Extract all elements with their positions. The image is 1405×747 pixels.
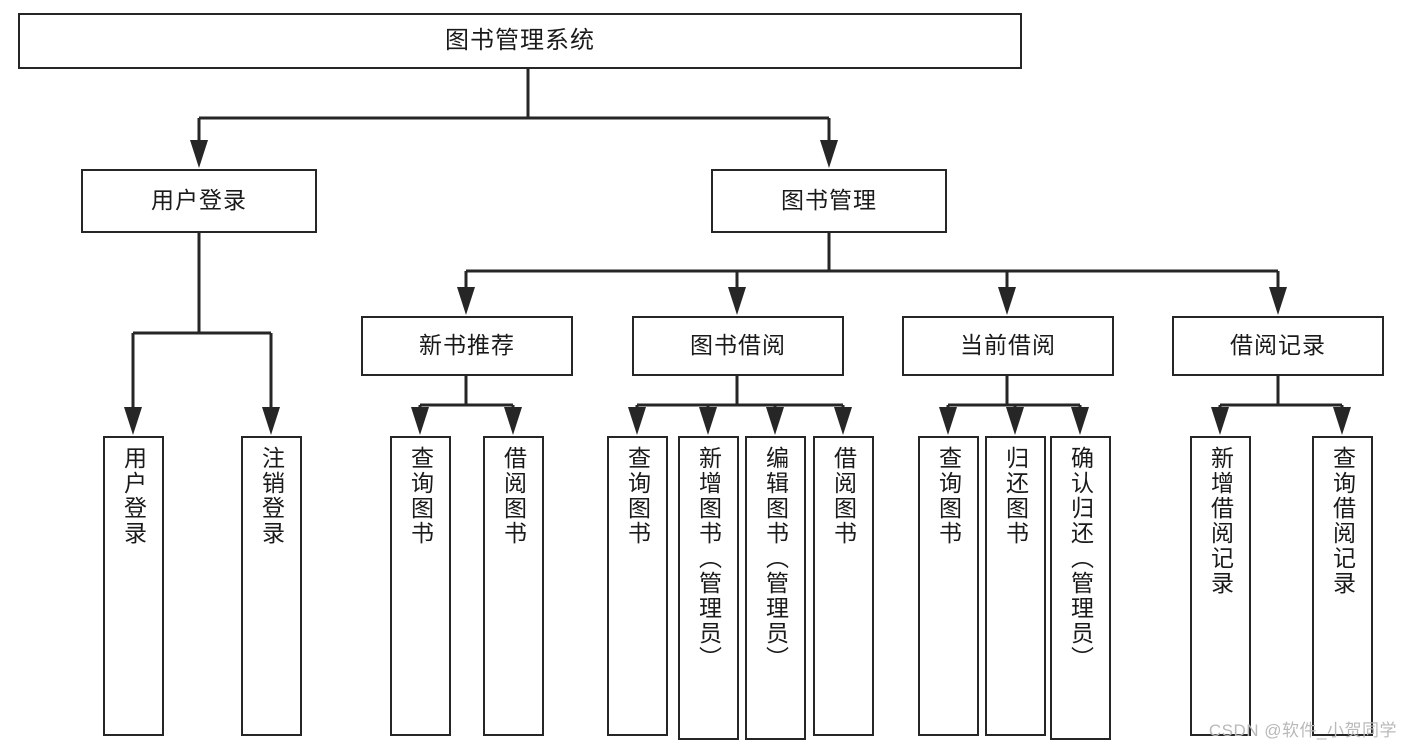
- arrow-bb-to-leaf1: [628, 405, 646, 435]
- arrow-rec-to-leaf2: [504, 405, 522, 435]
- node-label-borrow-record: 借阅记录: [1230, 332, 1326, 359]
- arrow-bb-to-leaf2: [699, 405, 717, 435]
- arrow-bb-to-leaf4: [834, 405, 852, 435]
- node-leaf-return-book[interactable]: 归还图书: [985, 436, 1046, 736]
- node-book-borrow[interactable]: 图书借阅: [632, 316, 844, 376]
- arrow-bm-to-current: [998, 271, 1016, 315]
- arrow-bm-to-rec: [457, 271, 475, 315]
- node-leaf-query-book-borrow[interactable]: 查询图书: [607, 436, 668, 736]
- node-label-leaf-logout-login: 注销登录: [258, 446, 285, 546]
- arrow-bm-to-borrow: [728, 271, 746, 315]
- arrow-cb-to-leaf2: [1006, 405, 1024, 435]
- node-leaf-query-book-rec[interactable]: 查询图书: [390, 436, 451, 736]
- arrow-ul-to-leaf1: [124, 333, 142, 435]
- node-user-login[interactable]: 用户登录: [81, 169, 317, 233]
- node-label-leaf-query-book-current: 查询图书: [935, 446, 962, 546]
- node-label-leaf-return-book: 归还图书: [1002, 446, 1029, 546]
- node-leaf-query-book-current[interactable]: 查询图书: [918, 436, 979, 736]
- arrow-cb-to-leaf3: [1071, 405, 1089, 435]
- node-label-leaf-query-book-rec: 查询图书: [407, 446, 434, 546]
- node-label-leaf-add-borrow-record: 新增借阅记录: [1207, 446, 1234, 596]
- arrow-br-to-leaf2: [1333, 405, 1351, 435]
- node-label-leaf-borrow-book-rec: 借阅图书: [500, 446, 527, 546]
- node-leaf-borrow-book-rec[interactable]: 借阅图书: [483, 436, 544, 736]
- node-label-root: 图书管理系统: [445, 26, 595, 54]
- node-current-borrow[interactable]: 当前借阅: [902, 316, 1114, 376]
- node-leaf-borrow-book[interactable]: 借阅图书: [813, 436, 874, 736]
- node-leaf-user-login[interactable]: 用户登录: [103, 436, 164, 736]
- node-leaf-confirm-return-admin[interactable]: 确认归还（管理员）: [1050, 436, 1111, 740]
- node-label-current-borrow: 当前借阅: [960, 332, 1056, 359]
- node-leaf-edit-book-admin[interactable]: 编辑图书（管理员）: [745, 436, 806, 740]
- node-leaf-add-book-admin[interactable]: 新增图书（管理员）: [678, 436, 739, 740]
- arrow-bb-to-leaf3: [766, 405, 784, 435]
- node-label-new-book-recommend: 新书推荐: [419, 332, 515, 359]
- node-book-manage[interactable]: 图书管理: [711, 169, 947, 233]
- arrow-ul-to-leaf2: [262, 333, 280, 435]
- arrow-root-to-book-manage: [820, 118, 838, 168]
- arrow-bm-to-record: [1269, 271, 1287, 315]
- node-new-book-recommend[interactable]: 新书推荐: [361, 316, 573, 376]
- node-label-book-manage: 图书管理: [781, 187, 877, 214]
- arrow-cb-to-leaf1: [939, 405, 957, 435]
- node-root[interactable]: 图书管理系统: [18, 13, 1022, 69]
- node-leaf-query-borrow-record[interactable]: 查询借阅记录: [1312, 436, 1373, 736]
- node-label-leaf-borrow-book: 借阅图书: [830, 446, 857, 546]
- node-leaf-logout-login[interactable]: 注销登录: [241, 436, 302, 736]
- node-label-user-login: 用户登录: [151, 187, 247, 214]
- node-label-leaf-confirm-return-admin: 确认归还（管理员）: [1067, 446, 1094, 671]
- node-label-book-borrow: 图书借阅: [690, 332, 786, 359]
- node-label-leaf-user-login: 用户登录: [120, 446, 147, 546]
- node-leaf-add-borrow-record[interactable]: 新增借阅记录: [1190, 436, 1251, 736]
- node-borrow-record[interactable]: 借阅记录: [1172, 316, 1384, 376]
- node-label-leaf-query-book-borrow: 查询图书: [624, 446, 651, 546]
- node-label-leaf-add-book-admin: 新增图书（管理员）: [695, 446, 722, 671]
- arrow-rec-to-leaf1: [411, 405, 429, 435]
- arrow-root-to-user-login: [190, 118, 208, 168]
- arrow-br-to-leaf1: [1211, 405, 1229, 435]
- node-label-leaf-edit-book-admin: 编辑图书（管理员）: [762, 446, 789, 671]
- node-label-leaf-query-borrow-record: 查询借阅记录: [1329, 446, 1356, 596]
